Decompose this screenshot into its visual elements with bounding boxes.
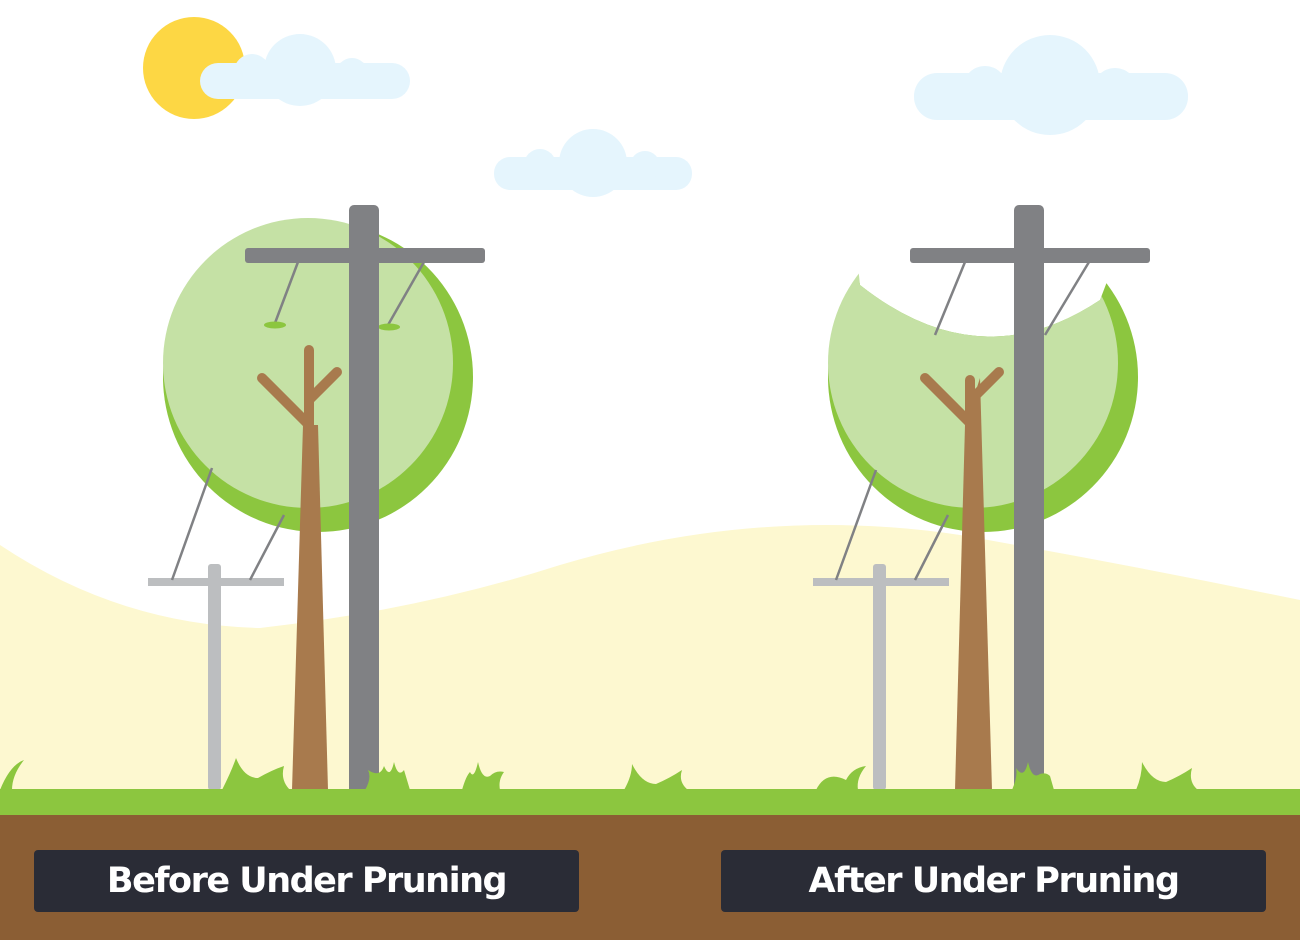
cloud-icon	[914, 35, 1188, 135]
insulator	[264, 321, 286, 329]
cloud-icon	[494, 129, 692, 197]
power-lines	[170, 261, 426, 581]
grass-tuft-icon	[0, 760, 24, 790]
before-caption: Before Under Pruning	[34, 850, 579, 912]
grass-tuft-icon	[462, 762, 504, 790]
grass-tuft-icon	[365, 762, 410, 790]
grass-tuft-icon	[1012, 762, 1054, 790]
grass-tuft-icon	[624, 764, 688, 790]
grass-tuft-icon	[222, 758, 290, 790]
small-utility-pole	[813, 564, 949, 790]
grass-strip	[0, 789, 1300, 816]
trunk	[955, 378, 992, 790]
power-lines	[834, 261, 1091, 581]
cloud-icon	[200, 34, 410, 106]
insulator	[378, 323, 400, 331]
small-utility-pole	[148, 564, 284, 790]
tree-icon	[163, 218, 473, 790]
grass-tuft-icon	[1136, 762, 1198, 790]
grass-tuft-icon	[816, 766, 866, 790]
trunk	[292, 425, 328, 790]
utility-pole-icon	[910, 205, 1150, 795]
utility-pole-icon	[245, 205, 485, 795]
grass-tufts	[0, 758, 1198, 790]
before-scene	[148, 205, 485, 795]
after-caption: After Under Pruning	[721, 850, 1266, 912]
